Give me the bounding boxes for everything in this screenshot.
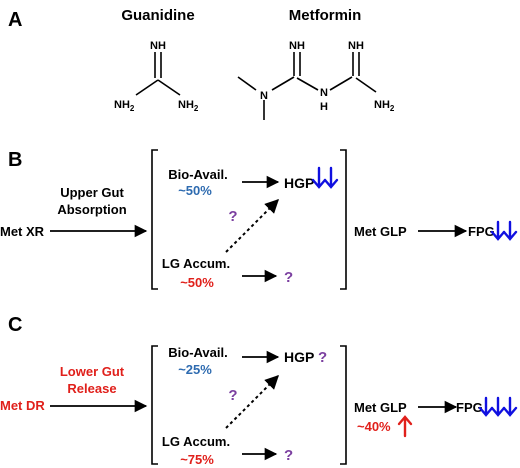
c-question-lg: ? <box>284 447 293 464</box>
panel-b-letter: B <box>8 149 22 171</box>
guanidine-structure <box>135 52 181 96</box>
metformin-atom-n2: N <box>320 87 328 99</box>
metformin-atom-nh2: NH <box>348 40 364 52</box>
b-right-bracket <box>340 149 347 290</box>
c-left-bracket <box>151 345 158 465</box>
panel-c-letter: C <box>8 314 22 336</box>
guanidine-atom-nh2-right: NH2 <box>178 99 199 113</box>
b-dotted-arrow <box>225 199 279 253</box>
absorption-label: Absorption <box>57 202 126 217</box>
c-fpg-label: FPG <box>456 400 483 415</box>
b-question-lg: ? <box>284 269 293 286</box>
c-lg-accum-label: LG Accum. <box>162 434 230 449</box>
b-met-glp-label: Met GLP <box>354 224 407 239</box>
c-lg-accum-pct: ~75% <box>180 452 214 467</box>
b-bioavail-pct: ~50% <box>178 183 212 198</box>
metformin-atom-h: H <box>320 101 328 113</box>
metformin-atom-n1: N <box>260 90 268 102</box>
metformin-structure <box>237 52 377 120</box>
panel-a-letter: A <box>8 9 22 31</box>
lower-gut-label: Lower Gut <box>60 364 125 379</box>
c-bioavail-pct: ~25% <box>178 362 212 377</box>
metformin-atom-nh1: NH <box>289 40 305 52</box>
met-dr-label: Met DR <box>0 398 45 413</box>
c-bioavail-label: Bio-Avail. <box>168 345 227 360</box>
met-xr-label: Met XR <box>0 224 45 239</box>
c-question-hgp: ? <box>318 349 327 366</box>
b-lg-accum-label: LG Accum. <box>162 256 230 271</box>
upper-gut-label: Upper Gut <box>60 185 124 200</box>
b-left-bracket <box>151 149 158 290</box>
b-bioavail-label: Bio-Avail. <box>168 167 227 182</box>
c-right-bracket <box>340 345 347 465</box>
c-met-glp-label: Met GLP <box>354 400 407 415</box>
b-fpg-label: FPG <box>468 224 495 239</box>
b-hgp-decrease-arrows <box>311 166 339 189</box>
c-dotted-arrow <box>225 375 279 429</box>
c-question-diagonal: ? <box>228 387 237 404</box>
b-question-diagonal: ? <box>228 208 237 225</box>
metformin-title: Metformin <box>289 7 362 24</box>
c-hgp-label: HGP <box>284 349 314 365</box>
guanidine-title: Guanidine <box>121 7 194 24</box>
guanidine-atom-nh: NH <box>150 40 166 52</box>
b-lg-accum-pct: ~50% <box>180 275 214 290</box>
guanidine-atom-nh2-left: NH2 <box>114 99 135 113</box>
c-glp-increase-arrow <box>397 415 413 438</box>
b-fpg-decrease-arrows <box>490 220 518 241</box>
metformin-atom-nh2-end: NH2 <box>374 99 395 113</box>
release-label: Release <box>67 381 116 396</box>
b-hgp-label: HGP <box>284 175 314 191</box>
c-fpg-decrease-arrows <box>478 396 518 417</box>
c-glp-change: ~40% <box>357 419 391 434</box>
